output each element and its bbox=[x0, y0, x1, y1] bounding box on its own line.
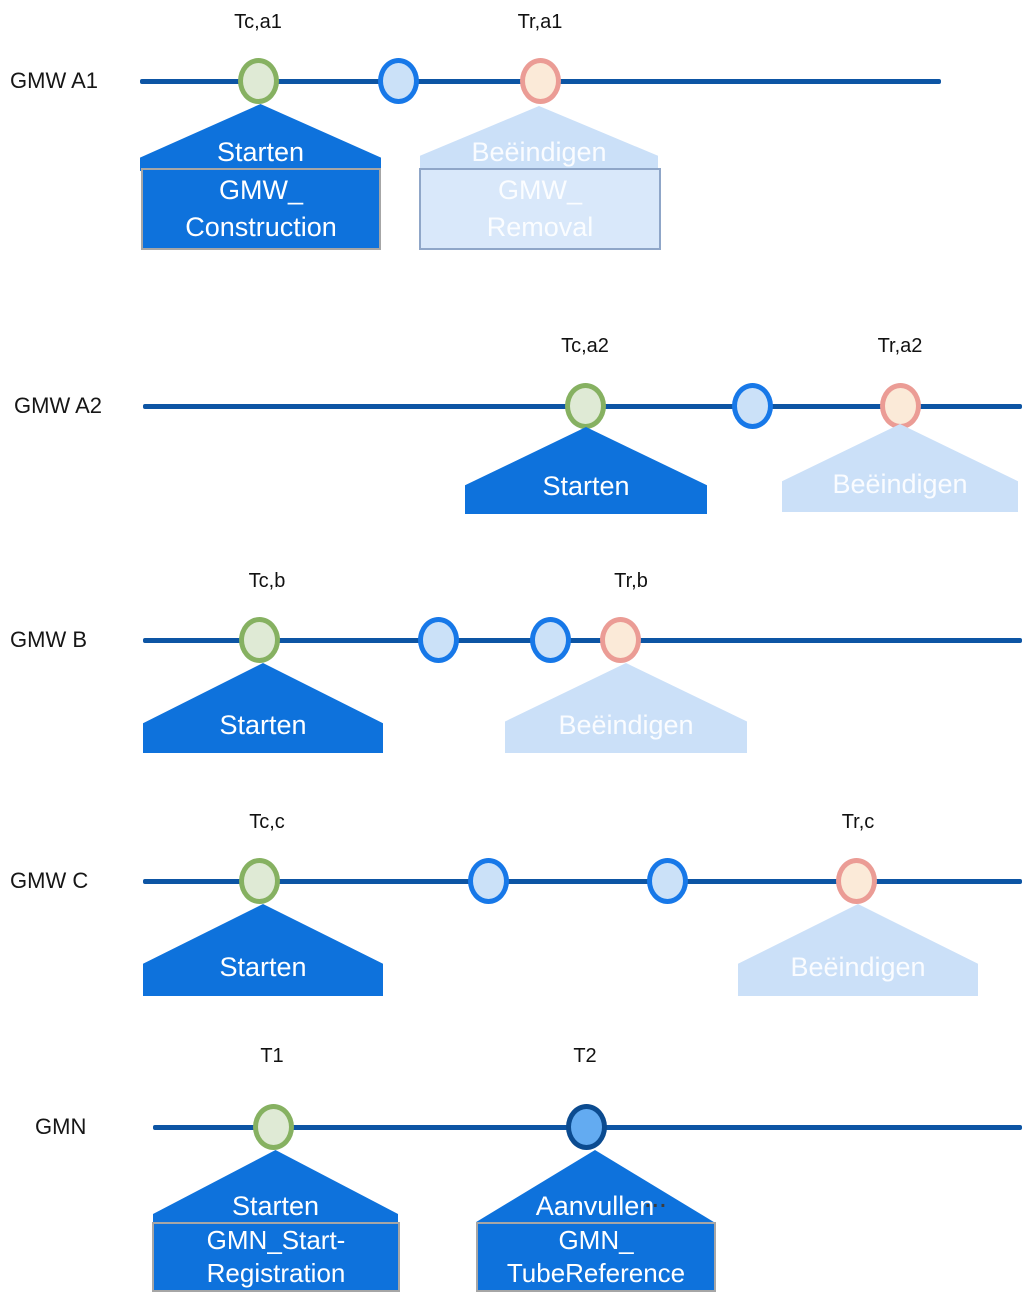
intermediate-event-marker bbox=[468, 858, 509, 904]
time-label-tc-a2: Tc,a2 bbox=[561, 335, 609, 357]
beeindigen-callout-gmw-a2: Beëindigen bbox=[782, 424, 1018, 512]
row-label-gmn: GMN bbox=[35, 1114, 87, 1139]
callout-label: Beëindigen bbox=[832, 469, 968, 499]
start-registration-event-marker bbox=[253, 1104, 294, 1150]
box-line: Construction bbox=[185, 212, 337, 242]
box-line: GMN_Start- bbox=[206, 1225, 346, 1255]
gmn-start-registration-box: GMN_Start- Registration bbox=[152, 1222, 400, 1292]
row-label-gmw-b: GMW B bbox=[10, 627, 87, 652]
time-label-t2: T2 bbox=[573, 1045, 597, 1067]
callout-label: Beëindigen bbox=[790, 952, 926, 982]
row-label-gmw-c: GMW C bbox=[10, 868, 89, 893]
starten-callout-gmw-a2: Starten bbox=[465, 427, 707, 514]
callout-label: Starten bbox=[219, 952, 307, 982]
intermediate-event-marker bbox=[378, 58, 419, 104]
callout-label: Beëindigen bbox=[558, 710, 694, 740]
removal-event-marker bbox=[880, 383, 921, 429]
removal-event-marker bbox=[520, 58, 561, 104]
box-line: Registration bbox=[206, 1258, 346, 1288]
timeline-gmw-b bbox=[143, 638, 1022, 643]
intermediate-event-marker bbox=[418, 617, 459, 663]
time-label-tr-a2: Tr,a2 bbox=[877, 335, 923, 357]
callout-label: Starten bbox=[216, 137, 305, 167]
box-line: GMW_ bbox=[219, 175, 303, 205]
callout-label: Starten bbox=[219, 710, 307, 740]
construction-event-marker bbox=[238, 58, 279, 104]
callout-label: Starten bbox=[542, 471, 630, 501]
beeindigen-callout-gmw-c: Beëindigen bbox=[738, 904, 978, 996]
time-label-tc-a1: Tc,a1 bbox=[234, 11, 282, 33]
more-actions-ellipsis: ... bbox=[645, 1190, 668, 1212]
callout-label: Starten bbox=[231, 1191, 320, 1221]
intermediate-event-marker bbox=[530, 617, 571, 663]
construction-event-marker bbox=[239, 617, 280, 663]
gmn-tubereference-box: GMN_ TubeReference bbox=[476, 1222, 716, 1292]
time-label-tr-a1: Tr,a1 bbox=[517, 11, 563, 33]
removal-event-marker bbox=[836, 858, 877, 904]
construction-event-marker bbox=[239, 858, 280, 904]
starten-callout-gmw-b: Starten bbox=[143, 663, 383, 753]
intermediate-event-marker bbox=[732, 383, 773, 429]
time-label-tc-c: Tc,c bbox=[249, 811, 285, 833]
construction-event-marker bbox=[565, 383, 606, 429]
starten-callout-gmn: Starten bbox=[153, 1150, 398, 1228]
box-line: GMW_ bbox=[498, 175, 582, 205]
gmw-construction-box: GMW_ Construction bbox=[141, 168, 381, 250]
starten-callout-gmw-c: Starten bbox=[143, 904, 383, 996]
row-label-gmw-a2: GMW A2 bbox=[14, 393, 103, 418]
beeindigen-callout-gmw-a1: Beëindigen bbox=[420, 106, 658, 169]
box-line: TubeReference bbox=[506, 1258, 686, 1288]
time-label-tr-c: Tr,c bbox=[841, 811, 875, 833]
beeindigen-callout-gmw-b: Beëindigen bbox=[505, 663, 747, 753]
box-line: GMN_ bbox=[558, 1225, 634, 1255]
removal-event-marker bbox=[600, 617, 641, 663]
callout-label: Beëindigen bbox=[471, 137, 607, 167]
intermediate-event-marker bbox=[647, 858, 688, 904]
box-line: Removal bbox=[486, 212, 594, 242]
callout-label: Aanvullen bbox=[535, 1191, 655, 1221]
timeline-gmw-c bbox=[143, 879, 1022, 884]
row-label-gmw-a1: GMW A1 bbox=[10, 68, 99, 93]
tube-reference-event-marker bbox=[566, 1104, 607, 1150]
gmw-removal-box: GMW_ Removal bbox=[419, 168, 661, 250]
time-label-t1: T1 bbox=[260, 1045, 284, 1067]
time-label-tc-b: Tc,b bbox=[248, 570, 286, 592]
time-label-tr-b: Tr,b bbox=[614, 570, 648, 592]
starten-callout-gmw-a1: Starten bbox=[140, 104, 381, 171]
